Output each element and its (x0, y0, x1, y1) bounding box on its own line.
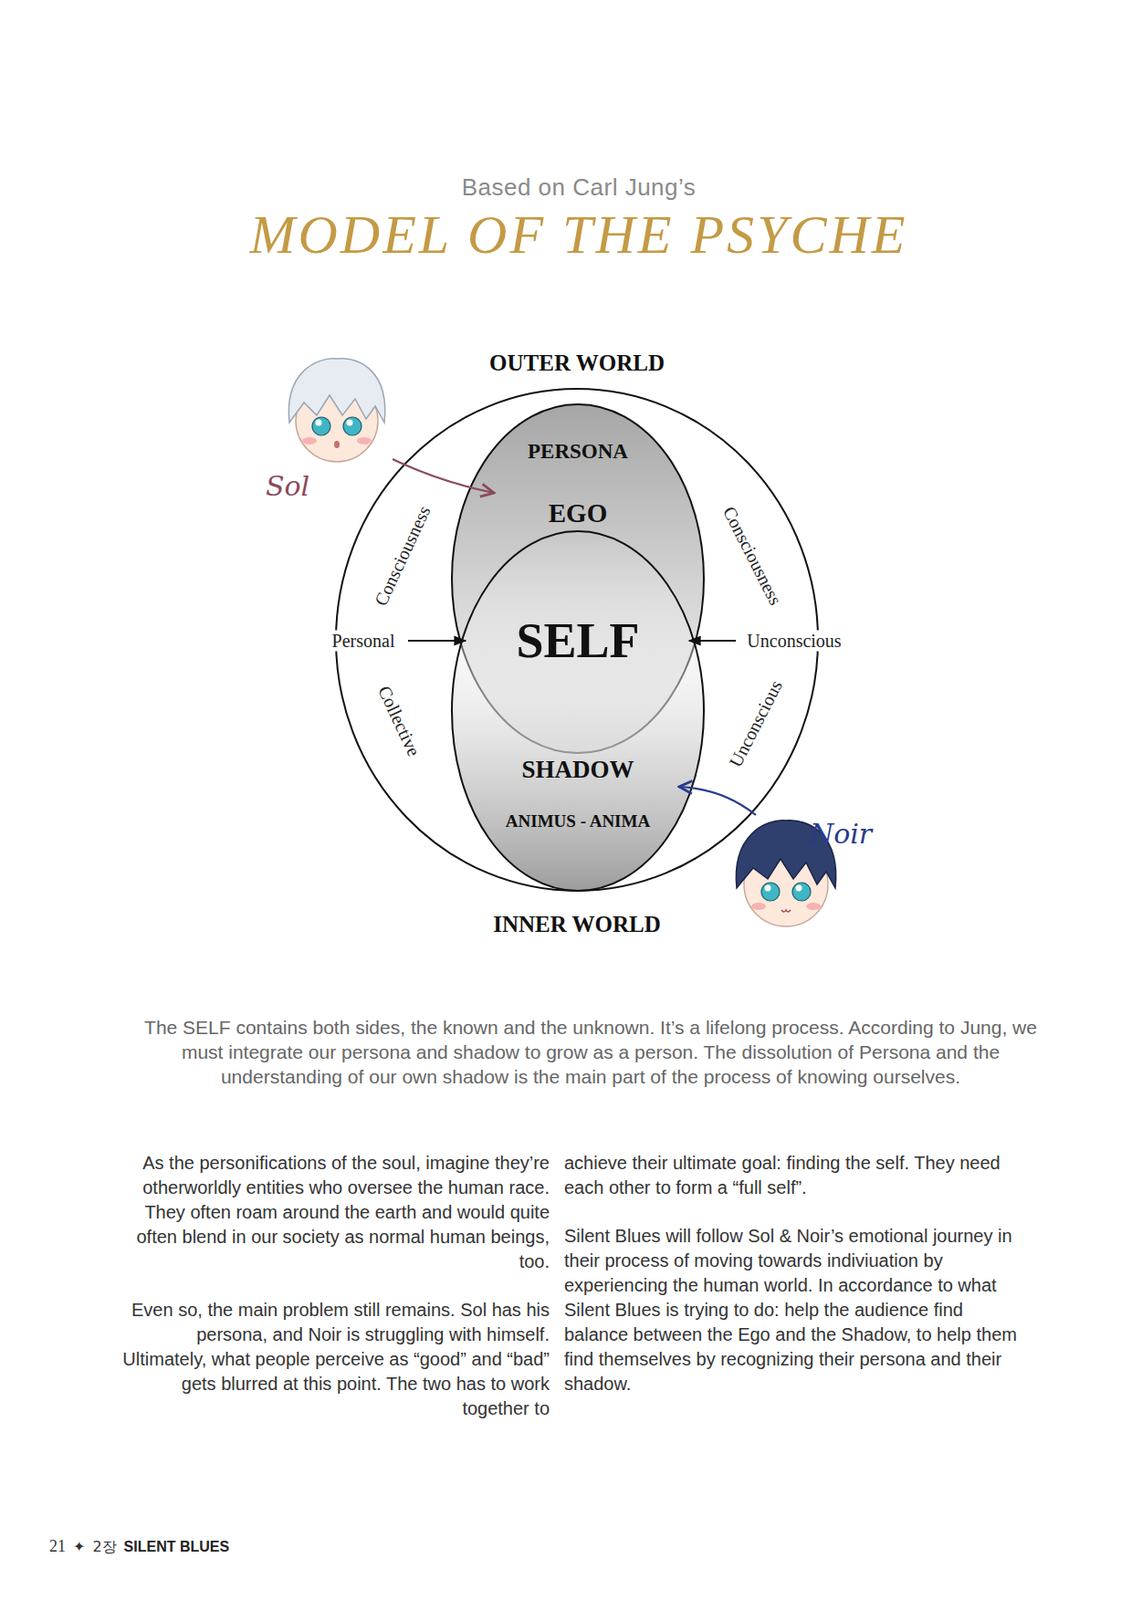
noir-avatar (735, 820, 836, 927)
body-paragraph: achieve their ultimate goal: finding the… (564, 1151, 1027, 1201)
sol-avatar (288, 358, 385, 462)
node-label: OUTER WORLD (489, 350, 665, 377)
body-paragraph: Silent Blues will follow Sol & Noir’s em… (564, 1224, 1027, 1397)
ellipse-outline (450, 530, 705, 892)
separator-mark: ✦ (73, 1538, 85, 1556)
node-label: INNER WORLD (492, 911, 661, 938)
ring-label: Consciousness (370, 503, 436, 609)
character-name: Sol (265, 470, 310, 503)
ring-label: Personal (329, 630, 399, 652)
character-name: Noir (809, 817, 872, 850)
node-label: SHADOW (521, 755, 634, 785)
page-title: MODEL OF THE PSYCHE (250, 203, 909, 267)
page-number: 21 (49, 1537, 66, 1557)
ring-label: Unconscious (724, 677, 787, 772)
page-footer: 21 ✦ 2장 SILENT BLUES (49, 1537, 230, 1558)
ring-label: Collective (373, 682, 425, 760)
self-label: SELF (515, 612, 640, 670)
leader-arrow (408, 639, 466, 642)
leader-arrow (689, 639, 736, 642)
node-label: PERSONA (527, 440, 629, 464)
ring-label: Consciousness (718, 503, 787, 608)
node-label: ANIMUS - ANIMA (505, 811, 650, 832)
subtitle: Based on Carl Jung’s (461, 173, 697, 202)
chapter-label: 2장 (92, 1538, 116, 1558)
psyche-ellipse: SHADOW ANIMUS - ANIMA (450, 530, 705, 892)
node-label: EGO (548, 498, 608, 529)
caption: The SELF contains both sides, the known … (144, 1015, 1038, 1090)
ring-label: Unconscious (744, 630, 844, 652)
book-title: SILENT BLUES (124, 1539, 231, 1556)
pointer-arrow (392, 459, 494, 493)
pointer-arrow (679, 786, 756, 816)
body-paragraph: Even so, the main problem still remains.… (116, 1298, 550, 1422)
body-paragraph: As the personifications of the soul, ima… (116, 1151, 550, 1275)
